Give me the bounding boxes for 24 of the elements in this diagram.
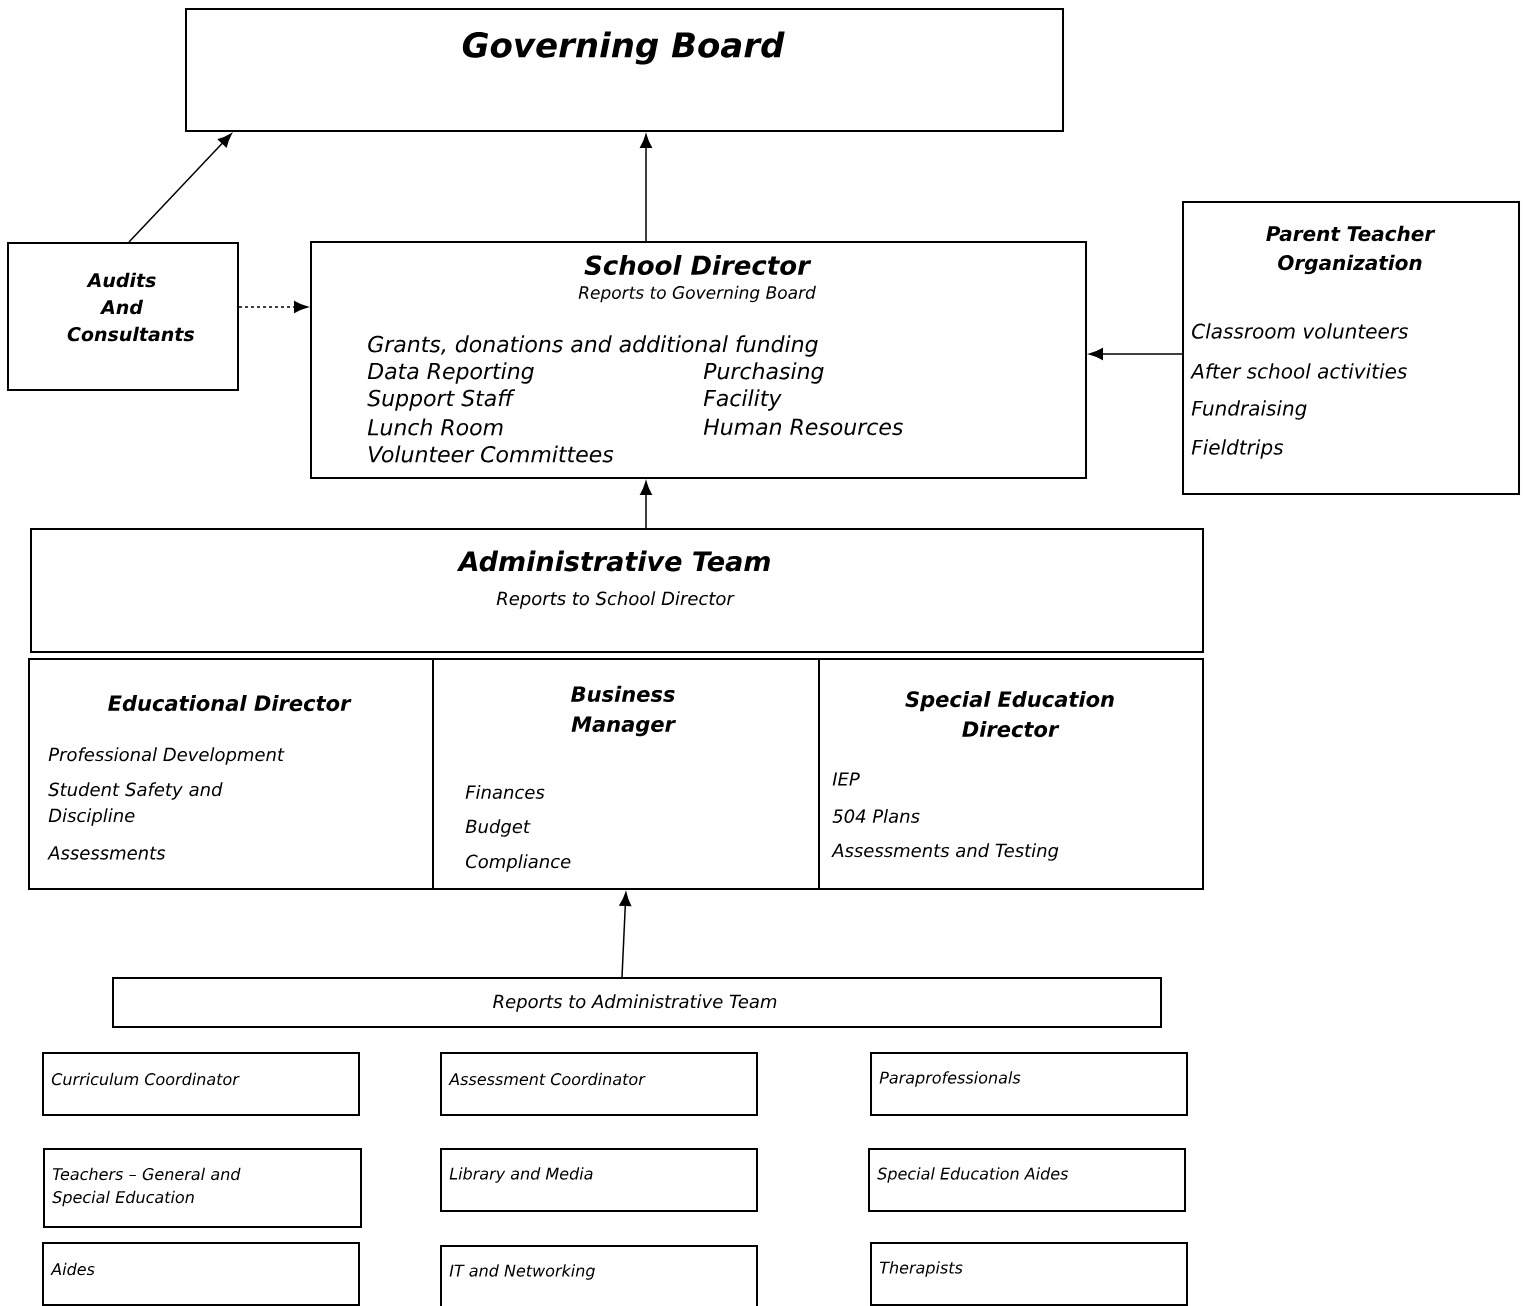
arrow — [640, 481, 652, 529]
org-box: Audits And Consultants — [7, 242, 239, 391]
org-box: Curriculum Coordinator — [42, 1052, 360, 1116]
org-box: Special Education Director IEP 504 Plans Assessments and Testing — [818, 658, 1204, 890]
org-box: Governing Board — [185, 8, 1064, 132]
arrow — [128, 133, 232, 243]
arrow — [238, 301, 308, 313]
org-box: Therapists — [870, 1242, 1188, 1306]
org-box: School Director Reports to Governing Board Grants, donations and additional funding Data Reporting Purchasing Support Staff Facility Lunch Room Human Resources Volunteer Committees — [310, 241, 1087, 479]
org-box: IT and Networking — [440, 1245, 758, 1306]
org-box: Reports to Administrative Team — [112, 977, 1162, 1028]
org-box: Special Education Aides — [868, 1148, 1186, 1212]
org-box: Assessment Coordinator — [440, 1052, 758, 1116]
org-box: Parent Teacher Organization Classroom volunteers After school activities Fundraising Fieldtrips — [1182, 201, 1520, 495]
org-box: Business Manager Finances Budget Compliance — [432, 658, 820, 890]
org-box: Teachers – General and Special Education — [43, 1148, 362, 1228]
arrow — [640, 134, 652, 242]
arrow — [1089, 348, 1183, 360]
org-box: Educational Director Professional Development Student Safety and Discipline Assessments — [28, 658, 434, 890]
org-box: Paraprofessionals — [870, 1052, 1188, 1116]
arrow — [619, 892, 632, 978]
org-box: Administrative Team Reports to School Director — [30, 528, 1204, 653]
org-box: Library and Media — [440, 1148, 758, 1212]
org-box: Aides — [42, 1242, 360, 1306]
